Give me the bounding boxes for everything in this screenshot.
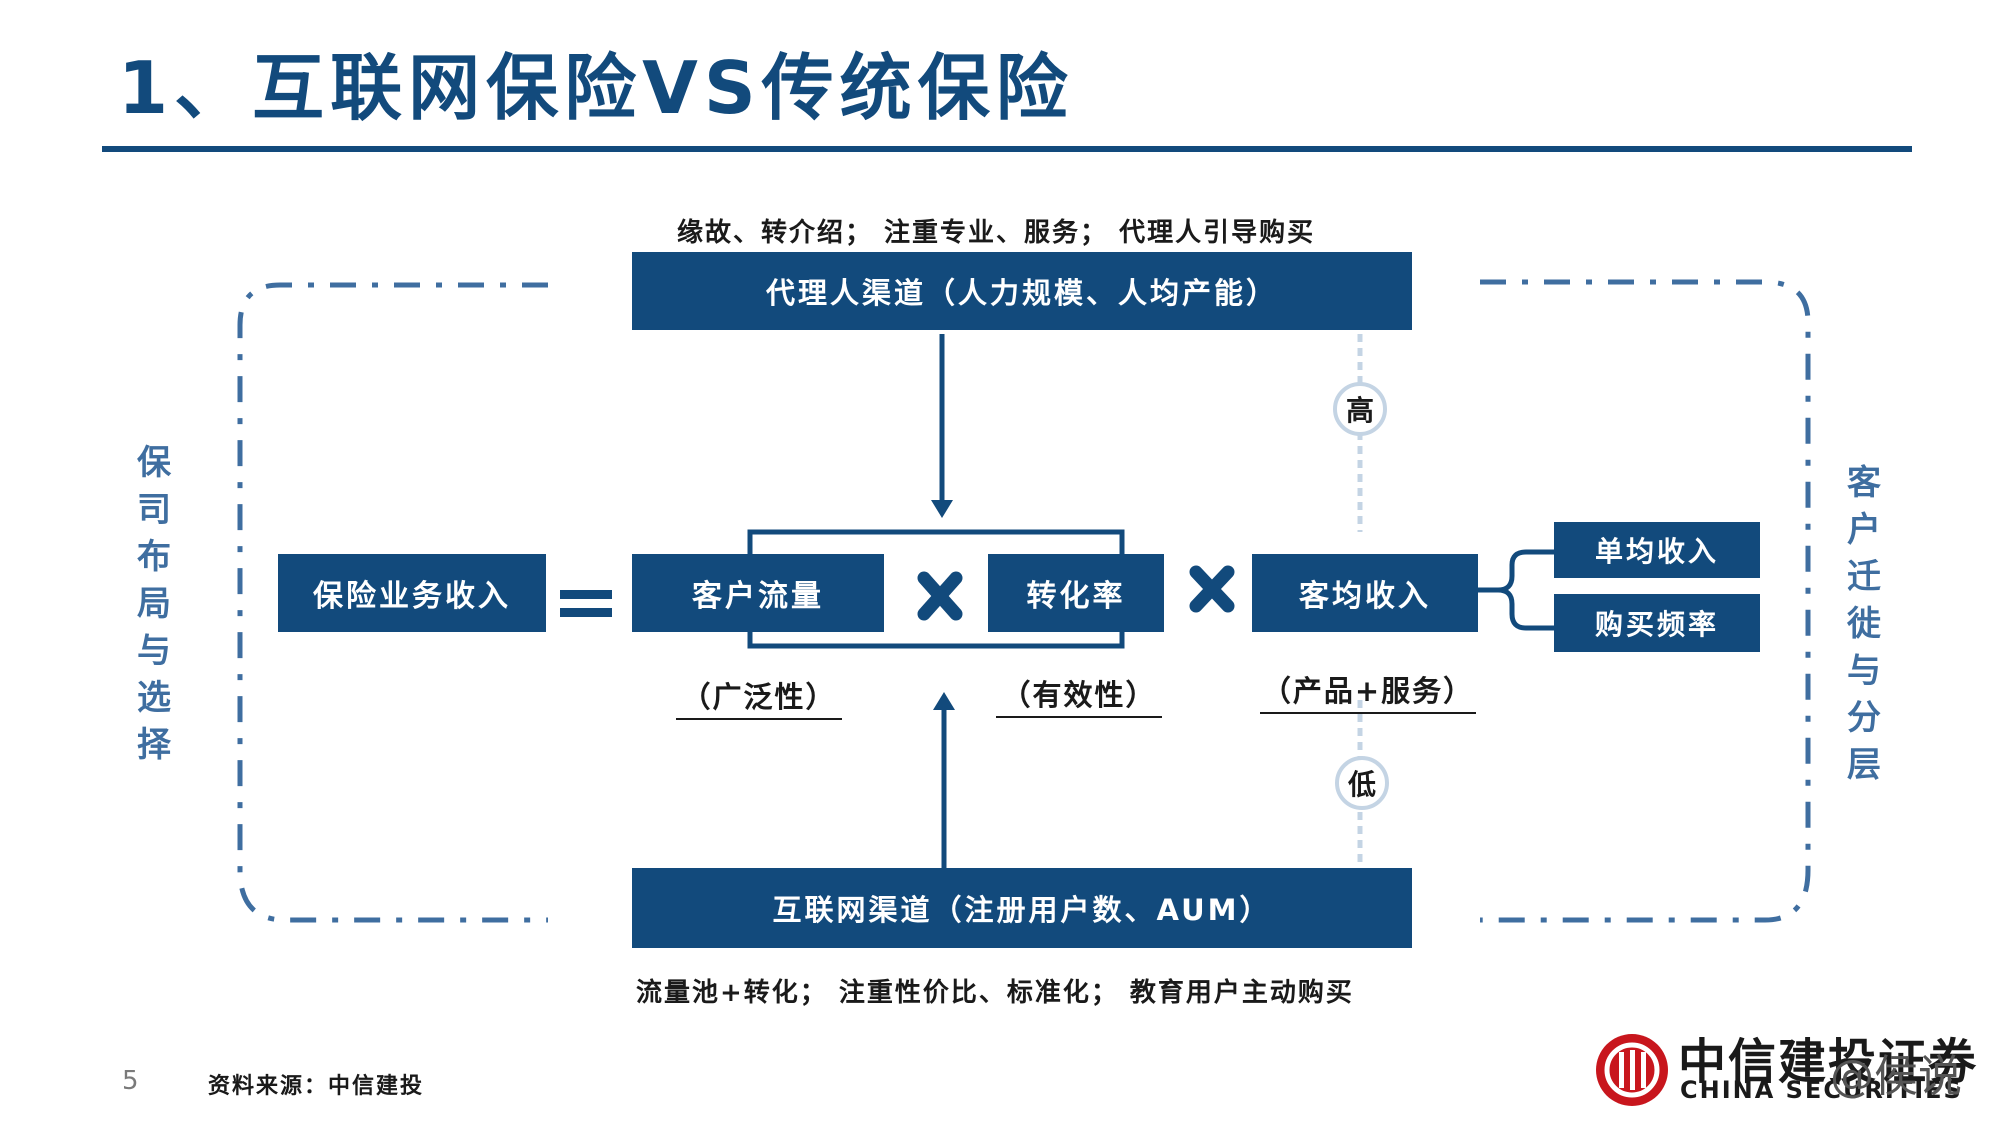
internet-channel-label: 互联网渠道（注册用户数、AUM） <box>772 893 1272 927</box>
agent-channel-label: 代理人渠道（人力规模、人均产能） <box>765 276 1278 310</box>
revenue-box: 保险业务收入 <box>278 554 546 632</box>
revenue-label: 保险业务收入 <box>313 579 511 614</box>
arpu-branch-connector <box>1478 549 1556 631</box>
logo-name-en: CHINA SECURITIES <box>1680 1076 1963 1104</box>
arpu-component-box-1: 单均收入 <box>1554 522 1760 578</box>
traffic-note: （广泛性） <box>676 674 842 720</box>
logo-name-cn: 中信建投证券 <box>1678 1034 1979 1090</box>
traffic-box: 客户流量 <box>632 554 884 632</box>
conversion-label: 转化率 <box>1026 579 1126 614</box>
page-number: 5 <box>122 1066 139 1096</box>
left-side-label: 保司布局与选择 <box>137 443 171 765</box>
arpu-component-label-1: 单均收入 <box>1594 535 1719 568</box>
arpu-box: 客均收入 <box>1252 554 1478 632</box>
left-dashed-bracket <box>237 282 548 923</box>
up-arrow-head <box>933 692 955 710</box>
source-note: 资料来源：中信建投 <box>208 1074 425 1099</box>
right-side-label: 客户迁徙与分层 <box>1847 463 1881 785</box>
internet-channel-caption: 流量池+转化； 注重性价比、标准化； 教育用户主动购买 <box>636 978 1354 1008</box>
agent-channel-caption: 缘故、转介绍； 注重专业、服务； 代理人引导购买 <box>677 218 1316 248</box>
right-dashed-bracket <box>1480 279 1811 923</box>
arpu-component-box-2: 购买频率 <box>1554 594 1760 652</box>
arpu-component-label-2: 购买频率 <box>1594 608 1719 641</box>
scale-high-marker: 高 <box>1333 382 1387 436</box>
title-underline <box>102 146 1912 152</box>
arpu-label: 客均收入 <box>1299 579 1431 614</box>
watermark-text: @侯说 <box>1830 1051 1962 1102</box>
traffic-label: 客户流量 <box>692 579 824 614</box>
arpu-note: （产品+服务） <box>1260 668 1476 714</box>
equals-bar-bottom <box>560 608 612 617</box>
page-title: 1、互联网保险VS传统保险 <box>118 46 1074 130</box>
logo-icon <box>1596 1034 1668 1106</box>
equals-bar-top <box>560 590 612 599</box>
internet-channel-box: 互联网渠道（注册用户数、AUM） <box>632 868 1412 948</box>
conversion-note: （有效性） <box>996 672 1162 718</box>
multiply-icon-1 <box>917 571 963 621</box>
conversion-box: 转化率 <box>988 554 1164 632</box>
down-arrow-head <box>931 500 953 518</box>
scale-low-marker: 低 <box>1335 756 1389 810</box>
agent-channel-box: 代理人渠道（人力规模、人均产能） <box>632 252 1412 330</box>
product-outline <box>747 529 1125 649</box>
multiply-icon-2 <box>1189 565 1235 613</box>
